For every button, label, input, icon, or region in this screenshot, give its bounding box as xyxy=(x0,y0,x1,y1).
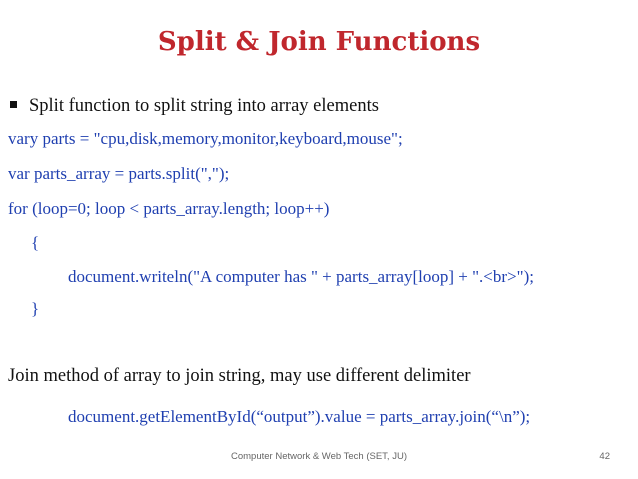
code-line-2: var parts_array = parts.split(","); xyxy=(8,164,230,183)
footer-course: Computer Network & Web Tech (SET, JU) xyxy=(231,451,407,462)
square-bullet-icon xyxy=(10,101,17,109)
bullet-split-function: Split function to split string into arra… xyxy=(10,94,379,118)
slide-title: Split & Join Functions xyxy=(157,27,481,57)
code-line-4: { xyxy=(31,233,40,252)
code-line-5: document.writeln("A computer has " + par… xyxy=(68,267,534,286)
bullet-text: Split function to split string into arra… xyxy=(29,96,379,116)
code-line-3: for (loop=0; loop < parts_array.length; … xyxy=(8,199,330,218)
join-code-line: document.getElementById(“output”).value … xyxy=(68,407,531,426)
code-line-6: } xyxy=(31,299,40,318)
join-description: Join method of array to join string, may… xyxy=(8,366,471,386)
footer-page-number: 42 xyxy=(599,451,610,462)
code-line-1: vary parts = "cpu,disk,memory,monitor,ke… xyxy=(8,129,403,148)
